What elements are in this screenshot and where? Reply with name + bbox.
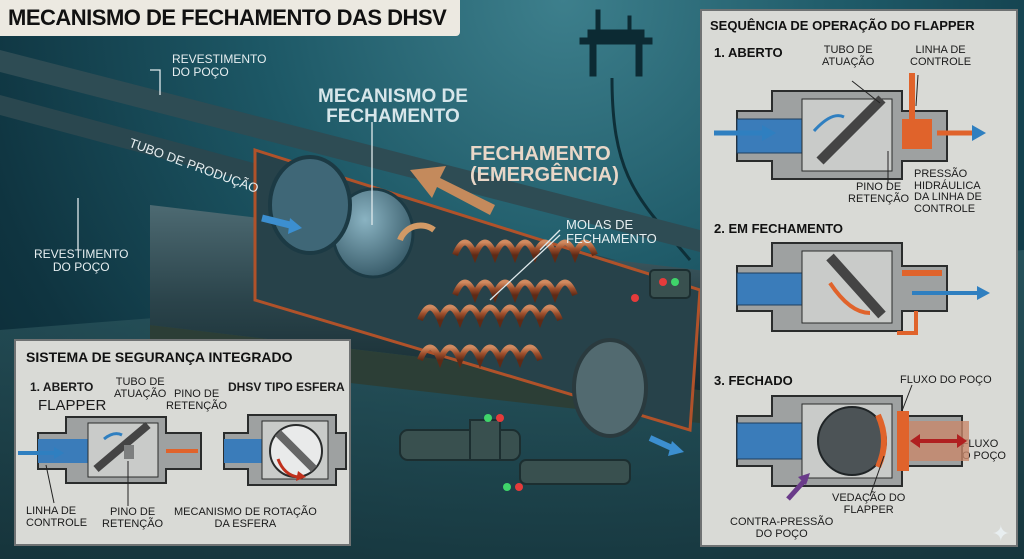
step3-title: 3. FECHADO (714, 373, 793, 388)
ball-valve-mini (223, 414, 347, 486)
step2-title: 2. EM FECHAMENTO (714, 221, 844, 236)
safety-tubo-atuacao: TUBO DE ATUAÇÃO (114, 376, 167, 400)
label-molas-fechamento: MOLAS DE FECHAMENTO (566, 217, 657, 246)
valve-closing-diagram (736, 242, 990, 335)
step1-pressao-hidraulica: PRESSÃO HIDRÁULICA DA LINHA DE CONTROLE (914, 168, 982, 215)
step1-tubo-atuacao: TUBO DE ATUAÇÃO (822, 44, 875, 68)
safety-panel-title: SISTEMA DE SEGURANÇA INTEGRADO (26, 349, 293, 365)
step3-contra-pressao: CONTRA-PRESSÃO DO POÇO (730, 516, 834, 540)
page-title: MECANISMO DE FECHAMENTO DAS DHSV (8, 5, 447, 30)
step3-fluxo-poco-top: FLUXO DO POÇO (900, 374, 992, 386)
valve-open-diagram (714, 73, 986, 183)
safety-mecanismo-rotacao: MECANISMO DE ROTAÇÃO DA ESFERA (174, 506, 317, 530)
label-mecanismo-fechamento: MECANISMO DE FECHAMENTO (318, 86, 468, 127)
safety-pino-retencao-bottom: PINO DE RETENÇÃO (102, 506, 164, 530)
sequence-panel-title: SEQUÊNCIA DE OPERAÇÃO DO FLAPPER (710, 18, 975, 33)
label-fechamento-emergencia: FECHAMENTO (EMERGÊNCIA) (470, 143, 619, 186)
sparkle-icon: ✦ (991, 521, 1010, 546)
page-title-bar: MECANISMO DE FECHAMENTO DAS DHSV (0, 0, 461, 36)
step1-title: 1. ABERTO (714, 45, 783, 60)
safety-diagrams (18, 414, 347, 506)
sequence-diagrams (714, 73, 990, 501)
label-revestimento-top: REVESTIMENTO DO POÇO (172, 52, 267, 79)
safety-flapper: FLAPPER (38, 397, 107, 414)
valve-closed-diagram (736, 384, 969, 501)
flapper-valve-mini (18, 416, 202, 506)
step3-vedacao: VEDAÇÃO DO FLAPPER (832, 492, 906, 516)
sequence-panel: SEQUÊNCIA DE OPERAÇÃO DO FLAPPER 1. ABER… (700, 9, 1018, 547)
label-revestimento-left: REVESTIMENTO DO POÇO (34, 247, 129, 274)
safety-linha-controle: LINHA DE CONTROLE (26, 505, 88, 529)
safety-panel: SISTEMA DE SEGURANÇA INTEGRADO 1. ABERTO… (14, 339, 351, 546)
safety-pino-retencao-top: PINO DE RETENÇÃO (166, 388, 228, 412)
safety-aberto: 1. ABERTO (30, 380, 94, 394)
step1-pino-retencao: PINO DE RETENÇÃO (848, 181, 910, 205)
safety-dhsv-esfera: DHSV TIPO ESFERA (228, 380, 345, 394)
step1-linha-controle: LINHA DE CONTROLE (910, 44, 972, 68)
